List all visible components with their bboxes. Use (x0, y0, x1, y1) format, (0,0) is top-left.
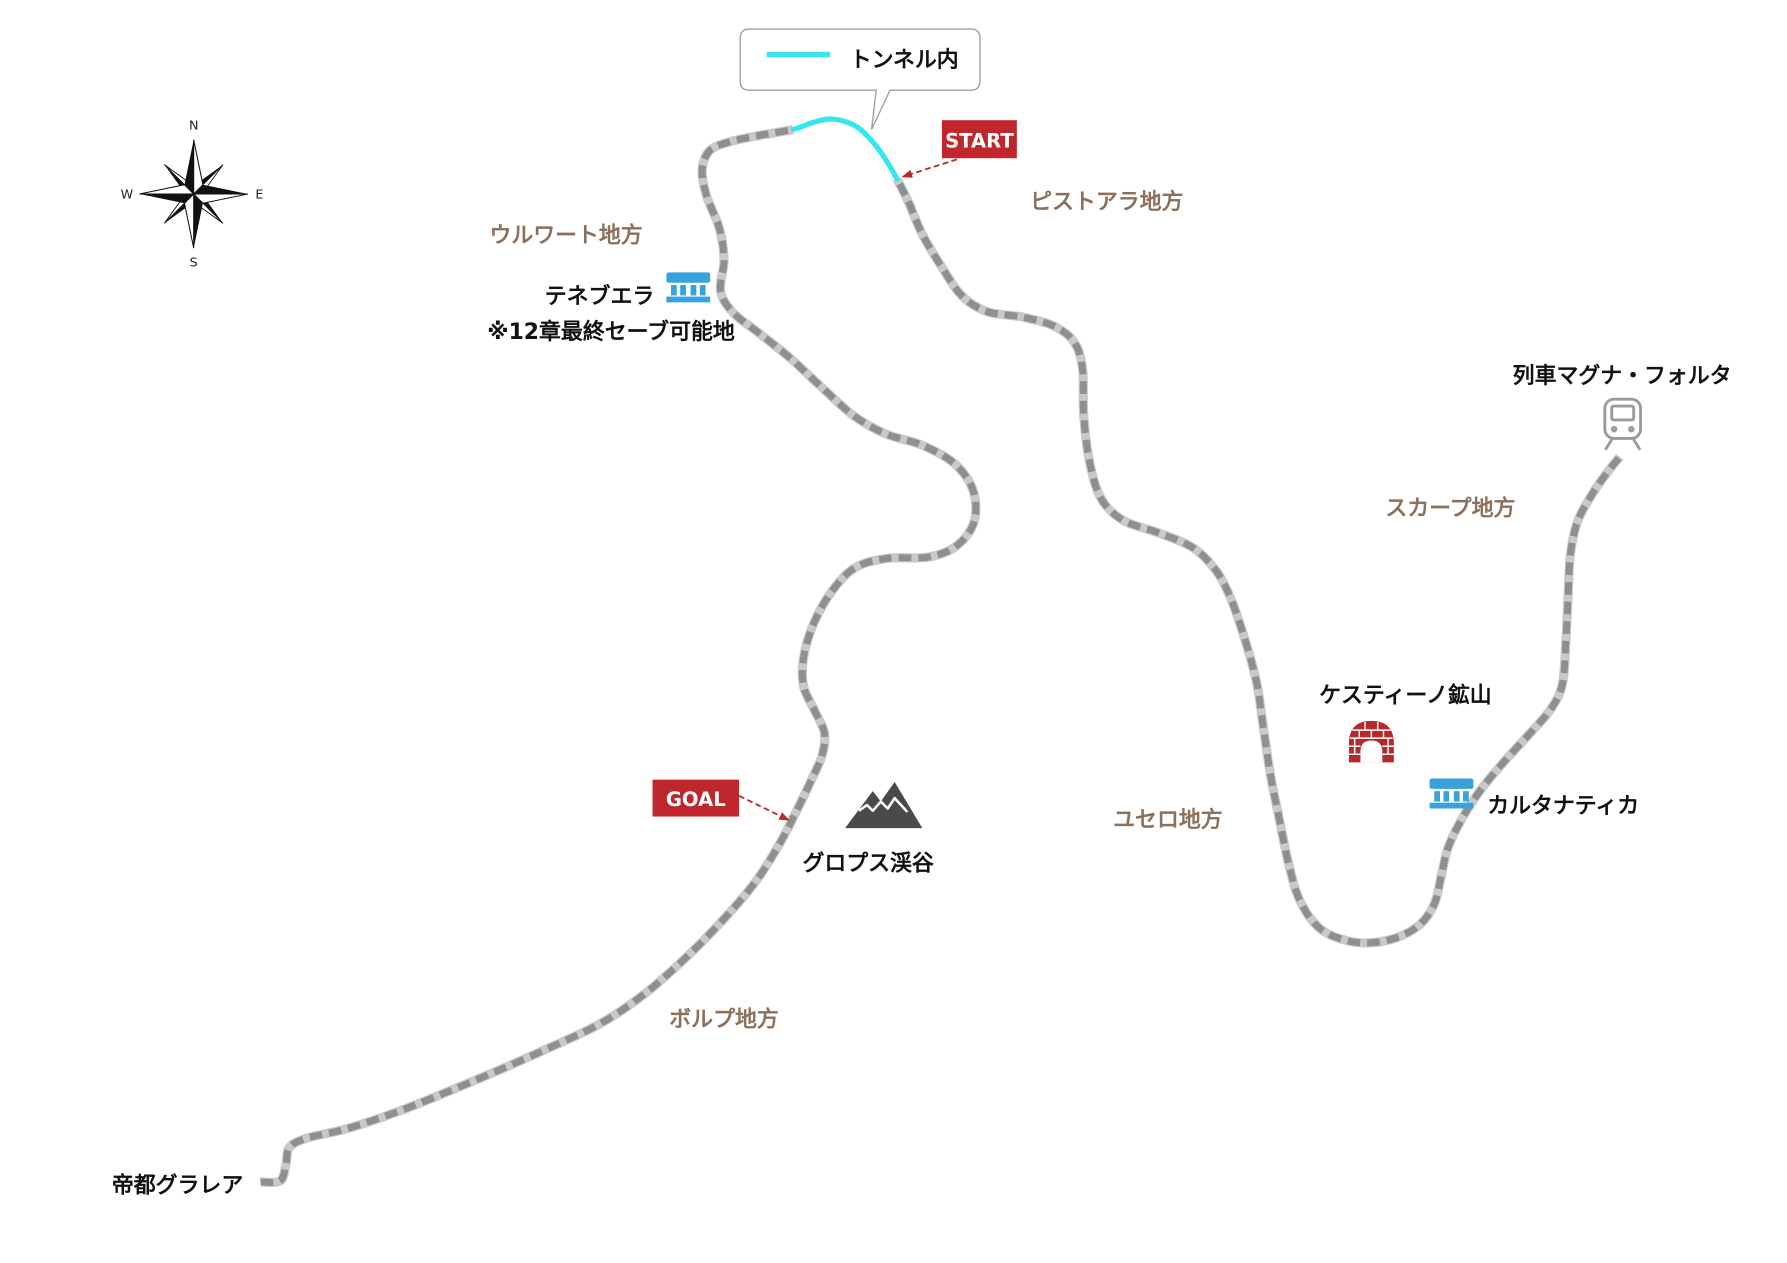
start-arrow (901, 158, 958, 178)
legend-tunnel-label: トンネル内 (850, 48, 959, 73)
place-label-magna-folta: 列車マグナ・フォルタ (1513, 363, 1732, 389)
goal-marker: GOAL (652, 779, 790, 821)
place-label-cartanica: カルタナティカ (1487, 794, 1639, 819)
compass-north-label: N (189, 117, 198, 132)
compass-east-point (192, 184, 248, 204)
train-icon (1603, 397, 1643, 451)
start-label: START (945, 129, 1014, 152)
mine-tunnel-icon (1348, 720, 1394, 763)
goal-arrow (738, 794, 790, 821)
goal-badge (652, 779, 740, 817)
goal-label: GOAL (666, 788, 726, 811)
compass-south-point (183, 192, 203, 249)
compass-west-label: W (121, 187, 134, 202)
railway-route (260, 112, 1624, 1188)
mountain-icon (845, 781, 923, 829)
region-label-volp: ボルプ地方 (669, 1006, 778, 1032)
region-label-scarp: スカープ地方 (1385, 496, 1515, 522)
place-label-tenebrae: テネブエラ (545, 283, 654, 309)
compass-south-label: S (190, 255, 198, 270)
compass-east-label: E (255, 187, 263, 202)
compass-north-point (184, 139, 204, 196)
region-label-pistoala: ピストアラ地方 (1030, 189, 1183, 215)
compass-west-point (139, 184, 195, 204)
legend-box (739, 28, 981, 130)
place-label-cestino-mine: ケスティーノ鉱山 (1319, 682, 1492, 708)
compass-rose-icon: N S W E (121, 117, 264, 269)
region-labels: ウルワート地方 ピストアラ地方 スカープ地方 ユセロ地方 ボルプ地方 (489, 189, 1515, 1032)
save-point-note: ※12章最終セーブ可能地 (487, 319, 735, 345)
place-label-glopus-valley: グロプス渓谷 (802, 851, 933, 877)
region-label-usero: ユセロ地方 (1113, 807, 1222, 833)
railway-track-base (260, 114, 1624, 1188)
station-icon (1429, 778, 1474, 809)
start-marker: START (901, 120, 1017, 178)
legend-callout: トンネル内 (739, 28, 981, 130)
railway-track-dashes (260, 115, 1623, 1186)
station-icon (666, 272, 711, 303)
start-badge (941, 120, 1017, 159)
region-label-ulwaat: ウルワート地方 (489, 222, 642, 248)
place-label-gralea: 帝都グラレア (112, 1172, 243, 1198)
tunnel-segment (790, 116, 900, 182)
